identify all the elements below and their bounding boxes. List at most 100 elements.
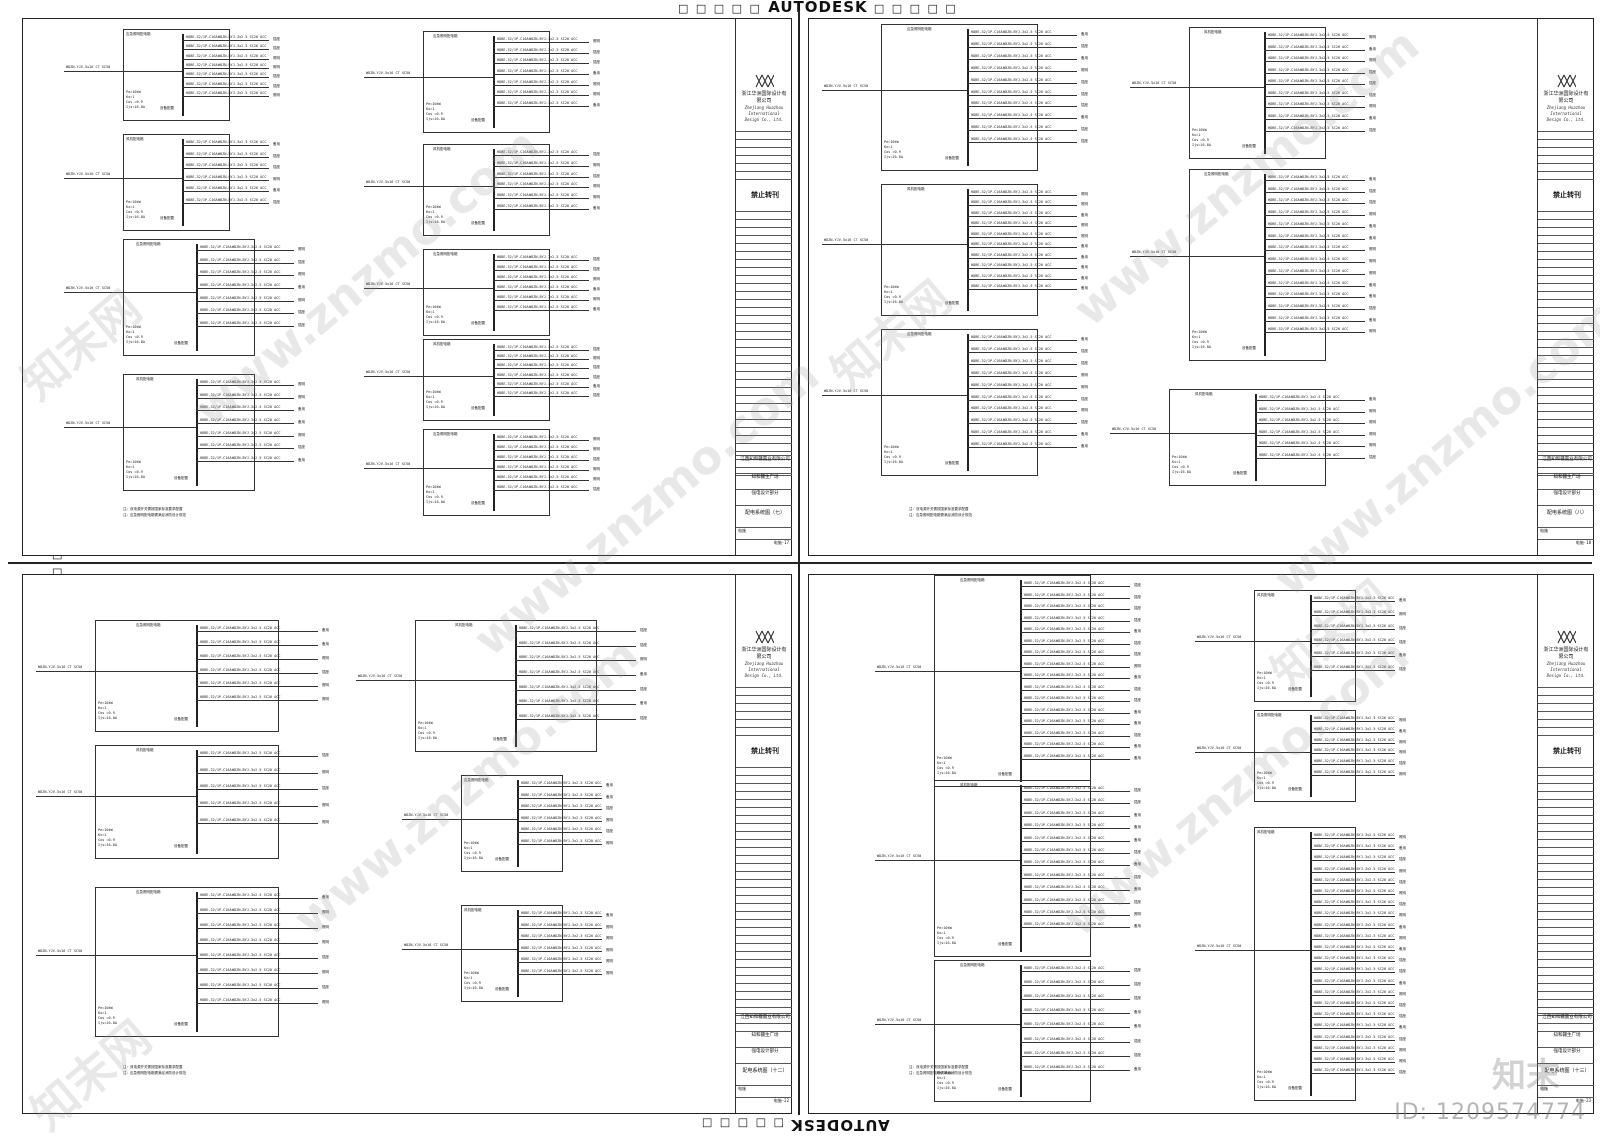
cable-label: WDZN-BYJ-3x2.5 SC20 ACC <box>1346 1035 1395 1039</box>
feeder-destination: 照明 <box>322 697 329 701</box>
feeder-destination: 备用 <box>273 142 280 146</box>
sheet-title: 配电系统图（八） <box>1538 505 1594 520</box>
sheet-number: 电施-17 <box>736 539 792 549</box>
feeder-destination: 照明 <box>1399 750 1406 754</box>
breaker-label: HDBE-32/1P-C16A <box>1024 685 1056 689</box>
outgoing-feeder <box>196 263 294 264</box>
breaker-label: HDBE-32/1P-C16A <box>200 654 232 658</box>
breaker-label: HDBE-32/1P-C16A <box>497 391 529 395</box>
breaker-label: HDBE-32/1P-C16A <box>971 242 1003 246</box>
title-block-row <box>1538 807 1594 816</box>
outgoing-feeder <box>967 83 1077 84</box>
outgoing-feeder <box>1020 828 1130 829</box>
cable-label: WDZN-BYJ-3x2.5 SC20 ACC <box>1056 1051 1105 1055</box>
breaker-label: HDBE-32/1P-C16A <box>1024 1008 1056 1012</box>
outgoing-feeder <box>967 142 1077 143</box>
cable-label: WDZN-BYJ-3x2.5 SC20 ACC <box>529 305 578 309</box>
breaker-label: HDBE-32/1P-C16A <box>1268 198 1300 202</box>
outgoing-feeder <box>967 106 1077 107</box>
title-block-row <box>736 419 792 428</box>
feeder-destination: 备用 <box>1369 318 1376 322</box>
title-block-row <box>736 823 792 832</box>
feeder-destination: 备用 <box>273 188 280 192</box>
outgoing-feeder <box>517 798 602 799</box>
load-summary: Kx=1 <box>884 145 893 149</box>
breaker-label: HDBE-32/1P-C16A <box>1314 900 1346 904</box>
breaker-label: HDBE-32/1P-C16A <box>971 232 1003 236</box>
title-block-row <box>736 243 792 252</box>
feeder-destination: 备用 <box>1081 255 1088 259</box>
outgoing-feeder <box>1310 838 1395 839</box>
cable-label: WDZN-BYJ-3x2.5 SC20 ACC <box>553 911 602 915</box>
breaker-label: HDBE-32/1P-C16A <box>971 418 1003 422</box>
load-summary: Ijs=16.8A <box>98 1021 117 1025</box>
title-block-row <box>1538 267 1594 276</box>
feeder-destination: 照明 <box>1369 271 1376 275</box>
cable-label: WDZN-BYJ-3x2.5 SC20 ACC <box>1003 221 1052 225</box>
incoming-cable-label: WDZN-YJV-5x16 CT SC50 <box>66 65 111 69</box>
breaker-label: HDBE-32/1P-C16A <box>186 91 218 95</box>
breaker-label: HDBE-32/1P-C16A <box>1024 673 1056 677</box>
outgoing-feeder <box>196 700 318 701</box>
cable-label: WDZN-BYJ-3x2.5 SC20 ACC <box>529 37 578 41</box>
incoming-cable <box>822 90 967 91</box>
cable-label: WDZN-BYJ-3x2.5 SC20 ACC <box>1056 593 1105 597</box>
feeder-destination: 照明 <box>1369 104 1376 108</box>
title-block-row <box>1538 1023 1594 1032</box>
breaker-label: HDBE-32/1P-C16A <box>200 801 232 805</box>
outgoing-feeder <box>1255 412 1365 413</box>
feeder-destination: 插座 <box>1399 1014 1406 1018</box>
panel-name: 风机配电箱 <box>464 908 482 912</box>
outgoing-feeder <box>517 786 602 787</box>
breaker-label: HDBE-32/1P-C16A <box>497 193 529 197</box>
sheet-title: 配电系统图（七） <box>736 505 792 520</box>
title-block-row <box>1538 227 1594 236</box>
firm-name-en: International Design Co., Ltd. <box>744 111 784 122</box>
incoming-cable-label: WDZN-YJV-5x16 CT SC50 <box>404 943 449 947</box>
title-block-row <box>736 903 792 912</box>
outgoing-feeder <box>967 35 1077 36</box>
panel-name: 应急照明配电箱 <box>136 890 161 894</box>
breaker-label: HDBE-32/1P-C16A <box>521 946 553 950</box>
breaker-label: HDBE-32/1P-C16A <box>1314 911 1346 915</box>
project-name: 江西知和疆置业有限公司 <box>1538 455 1594 468</box>
feeder-destination: 插座 <box>322 753 329 757</box>
title-block-row <box>736 855 792 864</box>
breaker-label: HDBE-32/1P-C16A <box>1314 738 1346 742</box>
outgoing-feeder <box>967 59 1077 60</box>
outgoing-feeder <box>493 387 589 388</box>
cable-label: WDZN-BYJ-3x2.5 SC20 ACC <box>529 275 578 279</box>
note-text: 注：双电源开关需按国家标准要求配置 <box>123 507 183 511</box>
cable-label: WDZN-BYJ-3x2.5 SC20 ACC <box>1346 1046 1395 1050</box>
load-summary: Cos =0.9 <box>126 470 143 474</box>
feeder-destination: 照明 <box>322 1000 329 1004</box>
feeder-destination: 照明 <box>322 770 329 774</box>
busbar <box>1310 715 1312 797</box>
cable-label: WDZN-BYJ-3x2.5 SC20 ACC <box>529 445 578 449</box>
feeder-destination: 插座 <box>593 347 600 351</box>
autodesk-squares: □ □ □ □ □ <box>873 2 958 15</box>
outgoing-feeder <box>1020 621 1130 622</box>
breaker-label: HDBE-32/1P-C16A <box>971 406 1003 410</box>
feeder-destination: 插座 <box>1399 969 1406 973</box>
cable-label: WDZN-BYJ-3x2.5 SC20 ACC <box>1003 30 1052 34</box>
load-summary: Cos =0.9 <box>1257 681 1274 685</box>
cable-label: WDZN-BYJ-3x2.5 SC20 ACC <box>1300 269 1349 273</box>
cable-label: WDZN-BYJ-3x2.5 SC20 ACC <box>1003 232 1052 236</box>
meter-label: 设备配置 <box>174 717 188 721</box>
outgoing-feeder <box>1264 227 1365 228</box>
load-summary: Ijs=16.8A <box>126 105 145 109</box>
outgoing-feeder <box>967 47 1077 48</box>
outgoing-feeder <box>1264 321 1365 322</box>
feeder-destination: 插座 <box>1399 1003 1406 1007</box>
cable-label: WDZN-BYJ-3x2.5 SC20 ACC <box>1003 430 1052 434</box>
outgoing-feeder <box>196 385 294 386</box>
busbar <box>517 780 519 867</box>
outgoing-feeder <box>517 821 602 822</box>
outgoing-feeder <box>1255 458 1365 459</box>
outgoing-feeder <box>515 719 636 720</box>
autodesk-top-label: □ □ □ □ □ AUTODESK □ □ □ □ □ <box>678 0 958 16</box>
meter-label: 设备配置 <box>998 1087 1012 1091</box>
